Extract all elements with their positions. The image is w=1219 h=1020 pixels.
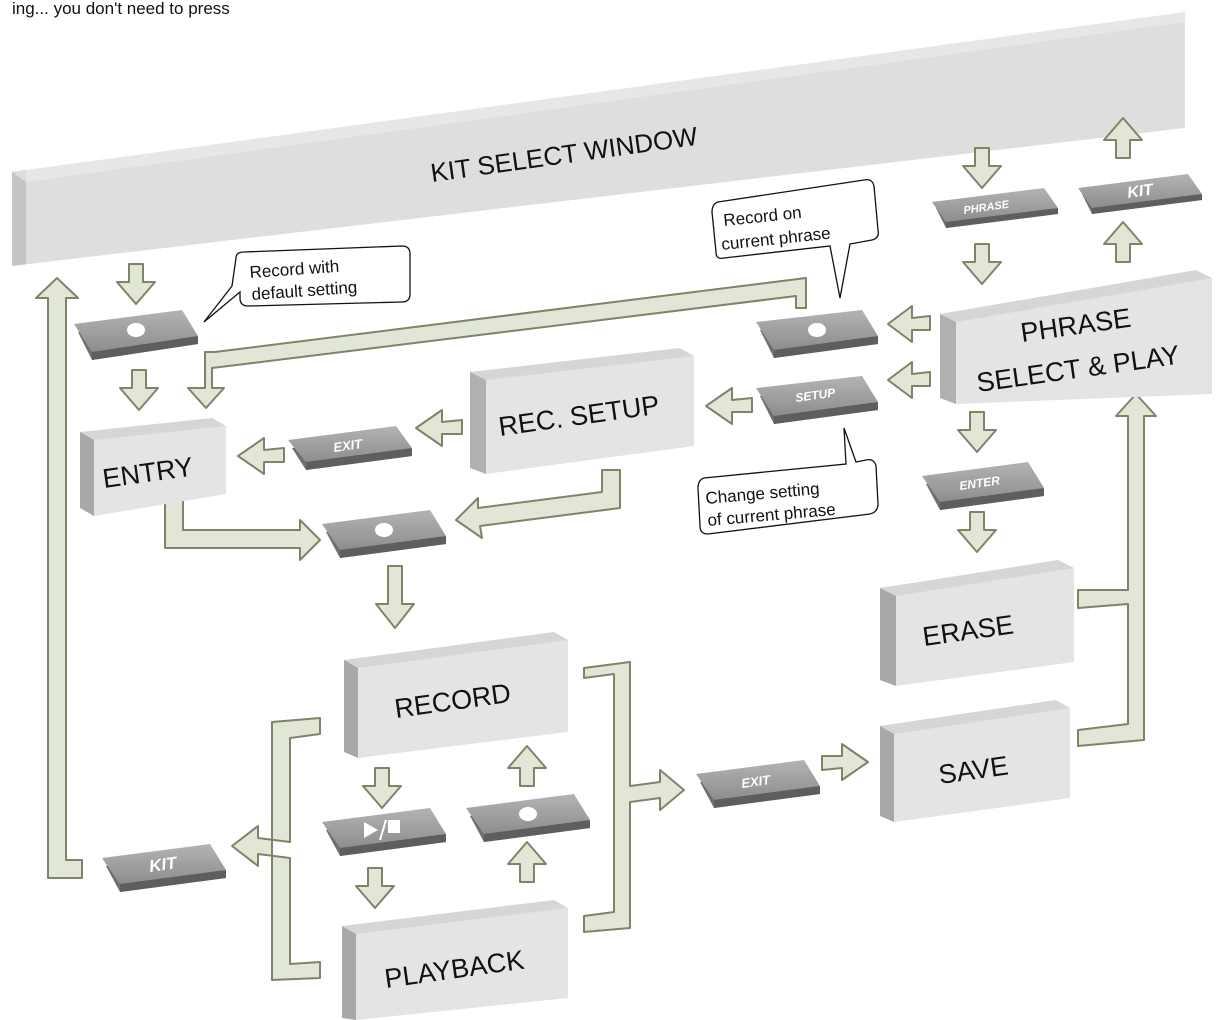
arrow-down-banner-to-record-key	[116, 263, 156, 305]
arrow-down-record-key-to-record	[375, 565, 415, 629]
play-stop-key[interactable]	[322, 808, 446, 856]
screen-rec-setup: REC. SETUP	[470, 348, 694, 474]
screen-erase: ERASE	[880, 560, 1074, 686]
kit-key-bottom-label: KIT	[148, 853, 179, 876]
arrow-up-playback-to-record-key	[507, 841, 547, 883]
arrow-left-phrase-select-to-setup-key	[887, 361, 931, 399]
screen-entry: ENTRY	[80, 418, 226, 516]
arrow-left-setup-key-to-recsetup	[705, 387, 753, 425]
arrow-up-record-key-to-record	[507, 745, 547, 787]
arrow-down-play-key-to-playback	[355, 867, 395, 909]
arrow-down-enter-to-erase	[957, 511, 997, 553]
record-dot-icon	[519, 807, 537, 821]
arrow-right-exit-key-to-save	[821, 743, 869, 781]
exit-key-right-label: EXIT	[740, 772, 772, 791]
arrow-down-banner-to-phrase-key	[962, 147, 1002, 189]
arrow-down-phrase-key-to-phrase-select	[962, 243, 1002, 285]
block-arrows	[116, 117, 1143, 909]
screen-save: SAVE	[880, 700, 1070, 822]
setup-key[interactable]: SETUP	[756, 376, 878, 424]
kit-key-bottom[interactable]: KIT	[102, 844, 226, 892]
arrow-down-record-key-to-entry	[119, 369, 159, 411]
exit-key-left[interactable]: EXIT	[288, 426, 412, 470]
record-dot-icon	[127, 323, 145, 337]
record-key-center[interactable]	[322, 510, 446, 558]
kit-key-top[interactable]: KIT	[1078, 174, 1202, 214]
recsetup-to-record-key-arrow	[455, 469, 621, 539]
record-playback-to-kit-arrow	[231, 717, 321, 981]
enter-key-label: ENTER	[958, 473, 1001, 493]
exit-key-right[interactable]: EXIT	[696, 760, 820, 808]
callout-record-default: Record with default setting	[203, 245, 411, 323]
record-current-phrase-line	[187, 277, 807, 409]
kit-key-top-label: KIT	[1126, 181, 1155, 202]
phrase-key[interactable]: PHRASE	[932, 188, 1058, 228]
setup-key-label: SETUP	[794, 385, 837, 405]
record-dot-icon	[808, 323, 826, 337]
arrow-left-phrase-select-to-record-key	[887, 305, 931, 343]
callout-record-current: Record on current phrase	[711, 178, 880, 299]
kit-select-window-banner: KIT SELECT WINDOW	[12, 12, 1185, 272]
play-stop-icon	[364, 819, 400, 841]
screen-playback: PLAYBACK	[342, 900, 568, 1020]
screen-phrase-select-and-play: PHRASE SELECT & PLAY	[940, 270, 1212, 404]
record-key-default[interactable]	[74, 310, 198, 360]
arrow-up-phrase-select-to-kit-key	[1103, 221, 1143, 263]
flow-connectors	[35, 277, 1157, 981]
erase-save-to-phrase-select-arrow	[1077, 393, 1157, 747]
arrow-down-record-to-play-key	[362, 767, 402, 809]
record-key-current-phrase[interactable]	[756, 310, 878, 358]
arrow-up-kit-key-to-banner	[1103, 117, 1143, 159]
arrow-left-exit-key-to-entry	[237, 437, 285, 475]
entry-to-record-key-arrow	[164, 499, 321, 561]
arrow-left-recsetup-to-exit-key	[415, 409, 463, 447]
record-playback-to-exit-arrow	[583, 661, 685, 933]
arrow-down-phrase-select-to-enter	[957, 411, 997, 453]
header-text: ing... you don't need to press	[12, 0, 230, 18]
exit-key-left-label: EXIT	[332, 436, 364, 455]
enter-key[interactable]: ENTER	[922, 462, 1044, 510]
record-dot-icon	[375, 523, 393, 537]
screen-record: RECORD	[344, 632, 568, 758]
record-key-lower[interactable]	[466, 794, 590, 842]
back-to-kit-arrow	[35, 277, 83, 879]
callout-change-setting: Change setting of current phrase	[697, 427, 879, 535]
